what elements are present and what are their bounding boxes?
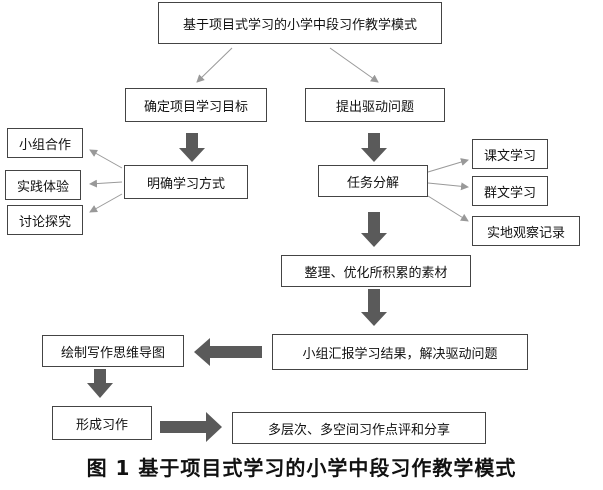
block-arrow-task-to-organize [361,212,387,247]
connector-title-to-goal [196,47,233,83]
block-arrow-goal-to-method [179,133,205,162]
clarify-method-box: 明确学习方式 [124,165,248,199]
report-results-box: 小组汇报学习结果，解决驱动问题 [272,334,528,370]
share-comment-box: 多层次、多空间习作点评和分享 [232,412,486,444]
mindmap-box: 绘制写作思维导图 [42,335,184,367]
discussion-exploration-box: 讨论探究 [7,205,83,235]
block-arrow-question-to-task [361,133,387,162]
connector-method-to-practice [89,179,123,188]
group-text-study-box: 群文学习 [472,176,548,206]
form-writing-box: 形成习作 [52,406,152,440]
connector-task-to-group-text [427,182,469,191]
connector-method-to-group [89,149,123,169]
connector-task-to-text [427,158,469,173]
field-observation-box: 实地观察记录 [472,216,580,246]
title-box: 基于项目式学习的小学中段习作教学模式 [158,2,442,44]
connector-method-to-discussion [89,193,123,213]
task-decomposition-box: 任务分解 [318,165,428,197]
organize-materials-box: 整理、优化所积累的素材 [281,255,471,287]
block-arrow-mindmap-to-writing [87,369,113,398]
connector-title-to-question [329,47,379,83]
practice-experience-box: 实践体验 [5,170,81,200]
block-arrow-writing-to-share [160,412,222,442]
raise-question-box: 提出驱动问题 [305,88,445,122]
block-arrow-organize-to-report [361,289,387,326]
group-cooperation-box: 小组合作 [7,128,83,158]
set-goal-box: 确定项目学习目标 [125,88,267,122]
text-study-box: 课文学习 [472,139,548,169]
block-arrow-report-to-mindmap [194,338,262,366]
figure-caption: 图 1 基于项目式学习的小学中段习作教学模式 [86,456,517,480]
connector-task-to-field [427,195,469,222]
